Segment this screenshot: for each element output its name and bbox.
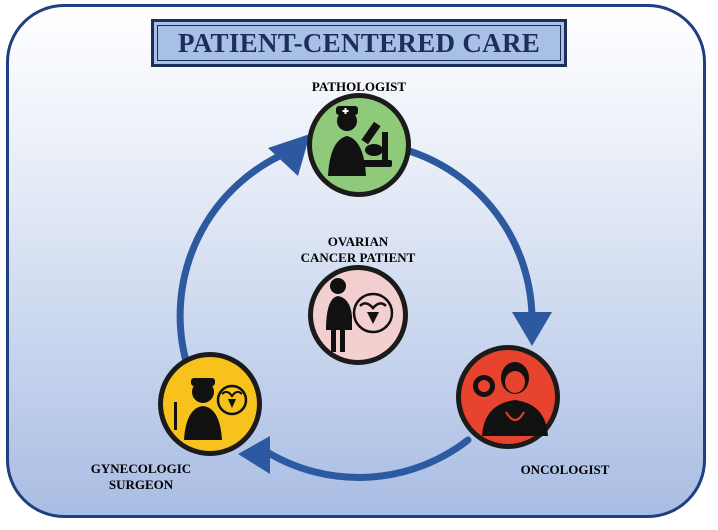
arc-pathologist-to-oncologist xyxy=(402,146,536,322)
background-panel xyxy=(6,4,706,518)
patient-node xyxy=(308,265,408,365)
cycle-arrows xyxy=(176,146,536,481)
gynecologic-label-line1: GYNECOLOGIC xyxy=(90,461,192,476)
arrow-head-up xyxy=(268,134,310,176)
patient-label: OVARIAN CANCER PATIENT xyxy=(290,234,426,266)
arc-gynecologic-to-pathologist xyxy=(176,146,297,372)
pathologist-node xyxy=(307,93,411,197)
arrow-head-left xyxy=(238,436,270,474)
gynecologic-label: GYNECOLOGIC SURGEON xyxy=(78,461,204,493)
patient-icon xyxy=(326,278,352,352)
oncologist-label: ONCOLOGIST xyxy=(520,462,610,477)
patient-label-line2: CANCER PATIENT xyxy=(300,250,416,265)
gynecologic-icon xyxy=(174,378,222,440)
arrow-heads xyxy=(238,134,552,474)
pathologist-label: PATHOLOGIST xyxy=(311,79,407,94)
oncologist-node xyxy=(456,345,560,449)
title-box: PATIENT-CENTERED CARE xyxy=(151,19,567,67)
gynecologic-node xyxy=(158,352,262,456)
page-title: PATIENT-CENTERED CARE xyxy=(177,27,541,58)
gynecologic-label-line2: SURGEON xyxy=(108,477,174,492)
arrow-head-down xyxy=(512,312,552,346)
pathologist-circle xyxy=(312,98,406,192)
patient-label-line1: OVARIAN xyxy=(327,234,389,249)
arc-oncologist-to-gynecologic xyxy=(263,436,472,481)
